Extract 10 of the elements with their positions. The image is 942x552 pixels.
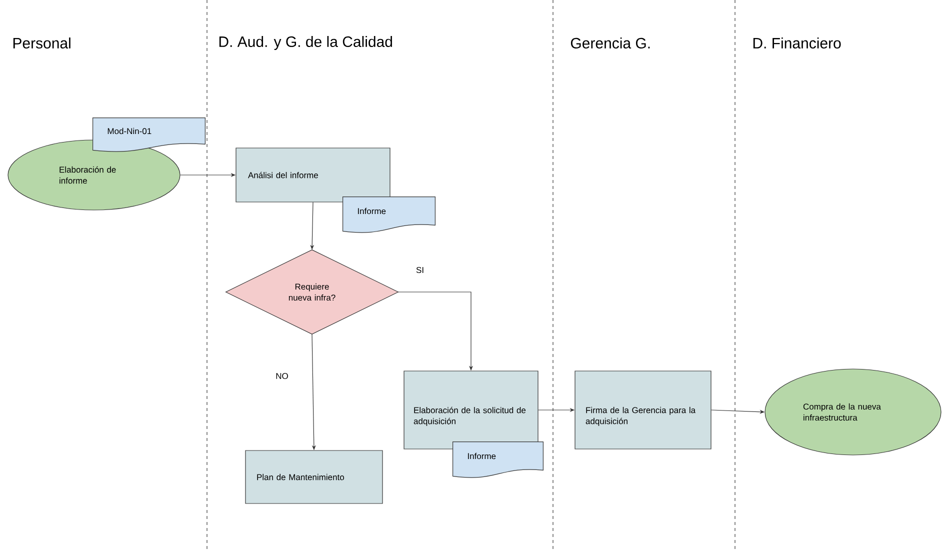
process-box: Análisi del informe xyxy=(236,148,390,202)
lane-heading: D. Aud. y G. de la Calidad xyxy=(219,36,392,50)
process-box: Firma de la Gerencia para la adquisición xyxy=(574,370,712,450)
process-box: Elaboración de la solicitud de adquisición xyxy=(404,370,538,450)
edge-label: SI xyxy=(415,266,426,274)
edge-label: NO xyxy=(274,372,290,380)
lane-heading: Gerencia G. xyxy=(570,38,650,48)
lane-heading: Personal xyxy=(13,38,70,48)
process-box: Plan de Mantenimiento xyxy=(245,450,383,504)
lane-heading: D. Financiero xyxy=(753,38,841,48)
